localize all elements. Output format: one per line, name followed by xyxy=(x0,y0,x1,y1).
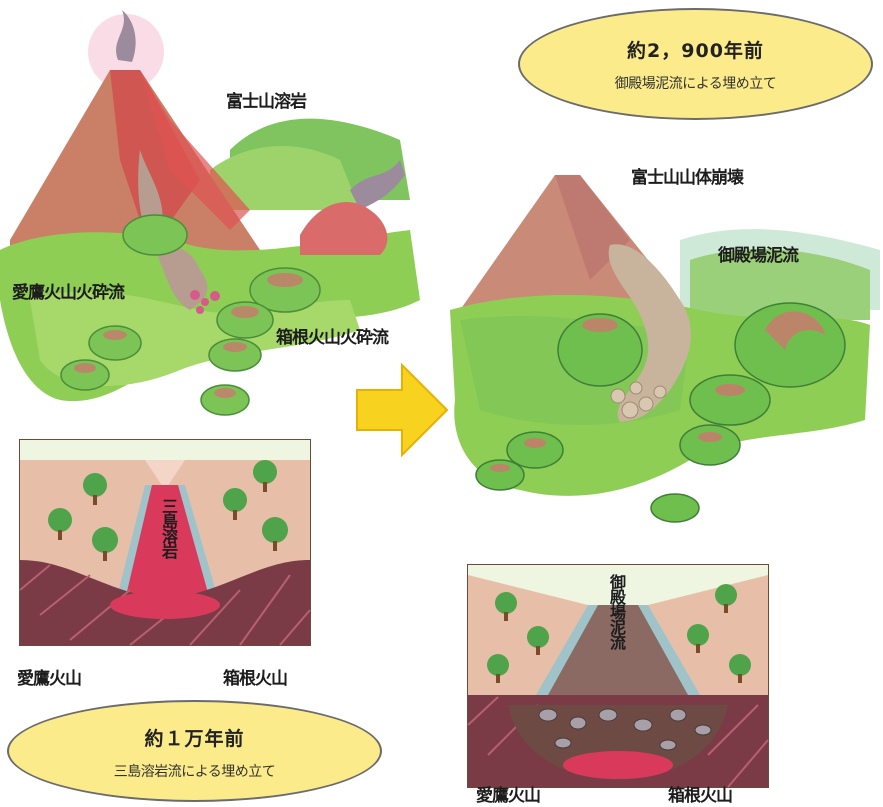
left-era-title: 約１万年前 xyxy=(144,728,245,750)
label-gotemba-mudflow: 御殿場泥流 xyxy=(718,246,799,266)
right-arrow-icon xyxy=(356,362,449,458)
right-era-title: 約2，900年前 xyxy=(627,40,764,62)
label-gotemba-mudflow-section: 御殿場泥流 xyxy=(607,574,626,649)
left-cross-section-illustration xyxy=(19,439,311,646)
label-hakone-volcano-right: 箱根火山 xyxy=(668,786,733,806)
right-cross-section-illustration xyxy=(467,564,769,788)
label-fuji-collapse: 富士山山体崩壊 xyxy=(631,168,744,188)
right-landscape-illustration xyxy=(450,175,880,523)
label-hakone-volcano-left: 箱根火山 xyxy=(223,669,288,689)
label-mishima-lava: 三島溶岩 xyxy=(159,498,178,558)
label-ashitaka-volcano-right: 愛鷹火山 xyxy=(476,786,541,806)
label-hakone-pyroclastic-flow: 箱根火山火砕流 xyxy=(276,328,389,348)
label-ashitaka-pyroclastic-flow: 愛鷹火山火砕流 xyxy=(12,283,125,303)
left-era-bubble: 約１万年前 三島溶岩流による埋め立て xyxy=(7,700,382,802)
right-era-subtitle: 御殿場泥流による埋め立て xyxy=(614,76,777,92)
right-era-bubble: 約2，900年前 御殿場泥流による埋め立て xyxy=(518,8,873,120)
left-landscape-illustration xyxy=(0,10,420,416)
left-era-subtitle: 三島溶岩流による埋め立て xyxy=(113,764,276,780)
label-ashitaka-volcano-left: 愛鷹火山 xyxy=(17,669,82,689)
label-fuji-lava: 富士山溶岩 xyxy=(226,92,307,112)
